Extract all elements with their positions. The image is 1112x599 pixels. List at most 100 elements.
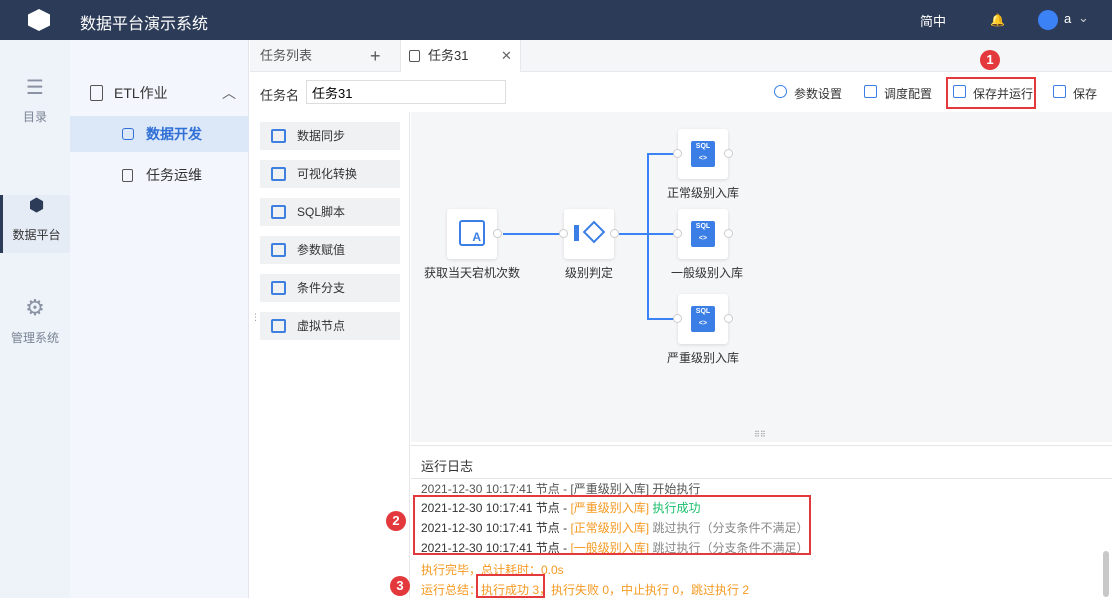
port-out[interactable] [724, 149, 733, 158]
palette-condition-branch[interactable]: 条件分支 [260, 274, 400, 302]
port-in[interactable] [673, 229, 682, 238]
node-source-label: 获取当天宕机次数 [423, 266, 521, 280]
edge-branch-vertical [647, 153, 649, 319]
component-palette: 数据同步 可视化转换 SQL脚本 参数赋值 条件分支 虚拟节点 ⋮ [250, 112, 410, 598]
log-scrollbar[interactable] [1103, 551, 1109, 597]
badge-3: 3 [390, 576, 410, 596]
flow-canvas[interactable]: A 获取当天宕机次数 级别判定 SQL<> 正常级别入库 SQL<> 一般级别入… [411, 112, 1112, 442]
param-icon [271, 243, 286, 257]
log-title: 运行日志 [421, 459, 474, 474]
app-title: 数据平台演示系统 [80, 16, 209, 33]
cube-icon: ⬢ [28, 195, 45, 215]
edge-to-general [647, 233, 679, 235]
sidebar-item-ops[interactable]: 任务运维 [70, 157, 249, 193]
virtual-node-icon [271, 319, 286, 333]
close-icon[interactable]: ✕ [501, 48, 512, 63]
etl-file-icon [90, 85, 103, 101]
edge-branch-trunk [619, 233, 647, 235]
chevron-down-icon[interactable]: ⌄ [1078, 10, 1089, 25]
badge-1: 1 [980, 50, 1000, 70]
avatar[interactable] [1038, 10, 1058, 30]
node-branch[interactable] [559, 209, 619, 259]
sql-icon: SQL<> [691, 221, 715, 247]
node-general-label: 一般级别入库 [670, 266, 744, 280]
list-icon: ☰ [26, 77, 44, 99]
badge-2: 2 [386, 511, 406, 531]
nav-admin[interactable]: ⚙ 管理系统 [0, 295, 70, 355]
port-out[interactable] [724, 314, 733, 323]
node-general[interactable]: SQL<> [673, 209, 733, 259]
tab-bar: 任务列表 + 任务31 ✕ [250, 40, 1112, 73]
sliders-icon [864, 85, 877, 98]
resize-handle[interactable]: ⋮ [251, 312, 260, 322]
log-line: 2021-12-30 10:17:41 节点 - [正常级别入库] 跳过执行（分… [421, 521, 809, 535]
node-normal[interactable]: SQL<> [673, 129, 733, 179]
sidebar-item-data-dev[interactable]: 数据开发 [70, 116, 249, 152]
palette-sql-script[interactable]: SQL脚本 [260, 198, 400, 226]
port-in[interactable] [673, 314, 682, 323]
etl-group[interactable]: ETL作业 ︿ [70, 75, 249, 111]
tab-task-list[interactable]: 任务列表 + [250, 40, 400, 72]
sql-icon [271, 205, 286, 219]
transform-icon [271, 167, 286, 181]
splitter-handle[interactable]: ⠿⠿ [754, 430, 766, 439]
logo-icon [28, 9, 50, 31]
port-out[interactable] [610, 229, 619, 238]
highlight-success-count [476, 574, 545, 598]
save-button[interactable]: 保存 [1053, 85, 1097, 102]
chevron-up-icon: ︿ [222, 85, 236, 101]
user-name[interactable]: a [1064, 11, 1072, 26]
run-log-panel: 运行日志 2021-12-30 10:17:41 节点 - [严重级别入库] 开… [411, 445, 1112, 598]
task-name-input[interactable] [306, 80, 506, 104]
branch-icon [582, 220, 606, 244]
params-button[interactable]: 参数设置 [774, 85, 842, 102]
node-branch-label: 级别判定 [564, 266, 614, 280]
sync-icon [271, 129, 286, 143]
clipboard-icon [122, 169, 133, 182]
schedule-button[interactable]: 调度配置 [864, 85, 932, 102]
palette-visual-transform[interactable]: 可视化转换 [260, 160, 400, 188]
port-out[interactable] [493, 229, 502, 238]
log-line: 2021-12-30 10:17:41 节点 - [一般级别入库] 跳过执行（分… [421, 541, 809, 555]
gear-icon: ⚙ [25, 295, 45, 320]
nav-data-platform[interactable]: ⬢ 数据平台 [0, 195, 70, 253]
sql-icon: SQL<> [691, 306, 715, 332]
save-run-button[interactable]: 保存并运行 [953, 85, 1033, 102]
sub-nav: ETL作业 ︿ 数据开发 任务运维 [70, 40, 249, 598]
toolbar: 任务名 参数设置 调度配置 保存并运行 保存 [250, 72, 1112, 112]
node-source[interactable]: A [447, 209, 502, 259]
highlight-save-run [946, 77, 1036, 109]
log-done: 执行完毕，总计耗时：0.0s [421, 563, 564, 577]
palette-virtual-node[interactable]: 虚拟节点 [260, 312, 400, 340]
edge-source-branch [503, 233, 565, 235]
main-nav: ☰ 目录 ⬢ 数据平台 ⚙ 管理系统 [0, 40, 70, 598]
transform-icon: A [459, 220, 485, 246]
port-in[interactable] [559, 229, 568, 238]
palette-data-sync[interactable]: 数据同步 [260, 122, 400, 150]
port-in[interactable] [673, 149, 682, 158]
language-switch[interactable]: 简中 [920, 14, 947, 29]
log-summary: 运行总结：执行成功 3，执行失败 0，中止执行 0，跳过执行 2 [421, 583, 750, 597]
tab-task31[interactable]: 任务31 ✕ [400, 40, 521, 73]
edge-to-severe [647, 318, 679, 320]
node-severe-label: 严重级别入库 [666, 351, 740, 365]
edge-to-normal [647, 153, 679, 155]
gear-icon [774, 85, 787, 98]
top-bar: 数据平台演示系统 简中 🔔 a ⌄ [0, 0, 1112, 40]
bell-icon[interactable]: 🔔 [990, 13, 1005, 27]
task-icon [409, 50, 420, 62]
sql-icon: SQL<> [691, 141, 715, 167]
nav-catalog[interactable]: ☰ 目录 [0, 75, 70, 135]
task-name-label: 任务名 [260, 88, 300, 103]
save-run-icon [953, 85, 966, 98]
port-out[interactable] [724, 229, 733, 238]
database-icon [122, 128, 134, 140]
node-normal-label: 正常级别入库 [666, 186, 740, 200]
plus-icon[interactable]: + [370, 46, 381, 66]
log-divider [411, 478, 1112, 479]
node-severe[interactable]: SQL<> [673, 294, 733, 344]
branch-icon [271, 281, 286, 295]
highlight-log-lines [413, 495, 811, 555]
save-icon [1053, 85, 1066, 98]
palette-param-assign[interactable]: 参数赋值 [260, 236, 400, 264]
